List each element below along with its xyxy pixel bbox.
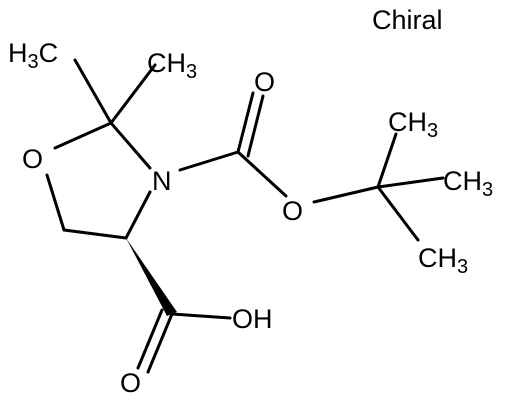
bond-cboc-o-double-b: [246, 94, 265, 158]
bond-c4-ccooh-wedge: [126, 238, 177, 316]
bond-o1-c5: [45, 173, 66, 232]
atom-labels: H3C CH3 O N O O CH3 CH3 CH3 OH O: [8, 38, 493, 398]
chiral-flag: Chiral: [372, 5, 443, 35]
atom-ring-oxygen: O: [22, 144, 43, 174]
atom-carbonyl-oxygen-boc: O: [254, 67, 275, 97]
atom-carbonyl-oxygen-acid: O: [120, 368, 141, 398]
atom-methyl-right: CH3: [147, 48, 197, 83]
bond-n3-cboc: [178, 150, 240, 172]
bond-cboc-o-double-a: [236, 91, 255, 154]
atom-methyl-left: H3C: [8, 38, 58, 73]
bond-cq-methyl-top: [376, 132, 398, 189]
bond-c2-o1: [53, 121, 113, 150]
bond-oester-cq: [312, 185, 380, 204]
bond-cboc-oester: [236, 150, 288, 198]
bond-cq-methyl-bottom: [376, 185, 420, 242]
atom-tbu-methyl-top: CH3: [388, 107, 438, 142]
atom-hydroxyl: OH: [232, 304, 273, 334]
bond-cq-methyl-middle: [376, 176, 445, 189]
bond-c5-c4: [62, 228, 128, 240]
bond-c2-n3: [109, 121, 152, 170]
atom-tbu-methyl-middle: CH3: [443, 166, 493, 201]
bond-c2-methyl-left: [73, 58, 113, 125]
atom-tbu-methyl-bottom: CH3: [418, 243, 468, 278]
bond-c4-n3: [124, 190, 152, 240]
bond-ccooh-o-double-b: [136, 308, 164, 370]
atom-ester-oxygen: O: [282, 196, 303, 226]
bond-ccooh-o-double-a: [146, 312, 174, 374]
bond-ccooh-oh: [170, 312, 232, 320]
bonds: [45, 58, 445, 374]
atom-ring-nitrogen: N: [152, 166, 172, 196]
bond-c2-methyl-right: [109, 63, 157, 125]
